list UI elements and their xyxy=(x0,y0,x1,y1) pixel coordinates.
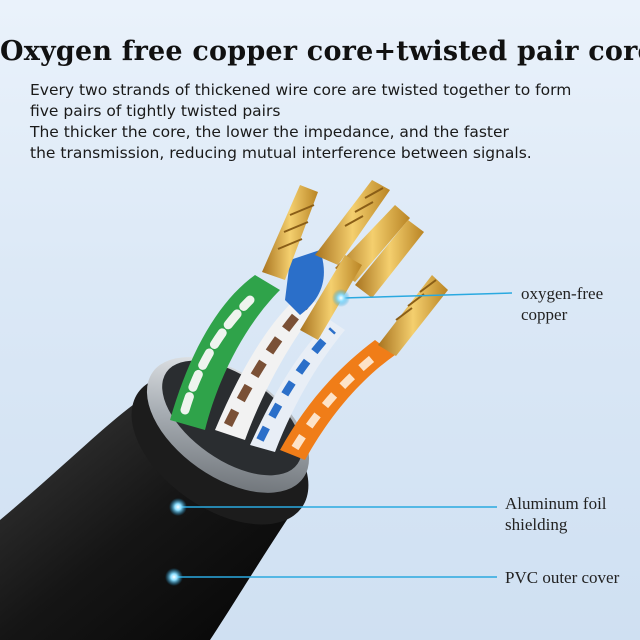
label-line: shielding xyxy=(505,515,568,534)
page-title: Oxygen free copper core+twisted pair cor… xyxy=(0,36,640,67)
description-line: the transmission, reducing mutual interf… xyxy=(30,144,532,162)
label-oxygen-free-copper: oxygen-free copper xyxy=(521,283,603,325)
callout-pvc xyxy=(165,568,497,586)
callout-foil xyxy=(169,498,497,516)
description-line: Every two strands of thickened wire core… xyxy=(30,81,572,99)
description-line: The thicker the core, the lower the impe… xyxy=(30,123,509,141)
description-block: Every two strands of thickened wire core… xyxy=(30,80,630,164)
label-pvc-outer-cover: PVC outer cover xyxy=(505,567,619,588)
callout-copper xyxy=(332,289,513,307)
description-line: five pairs of tightly twisted pairs xyxy=(30,102,281,120)
wire-bundle xyxy=(170,250,395,460)
label-line: PVC outer cover xyxy=(505,568,620,587)
label-line: oxygen-free xyxy=(521,284,604,303)
label-line: copper xyxy=(521,305,568,324)
label-aluminum-foil: Aluminum foil shielding xyxy=(505,493,607,535)
label-line: Aluminum foil xyxy=(505,494,607,513)
